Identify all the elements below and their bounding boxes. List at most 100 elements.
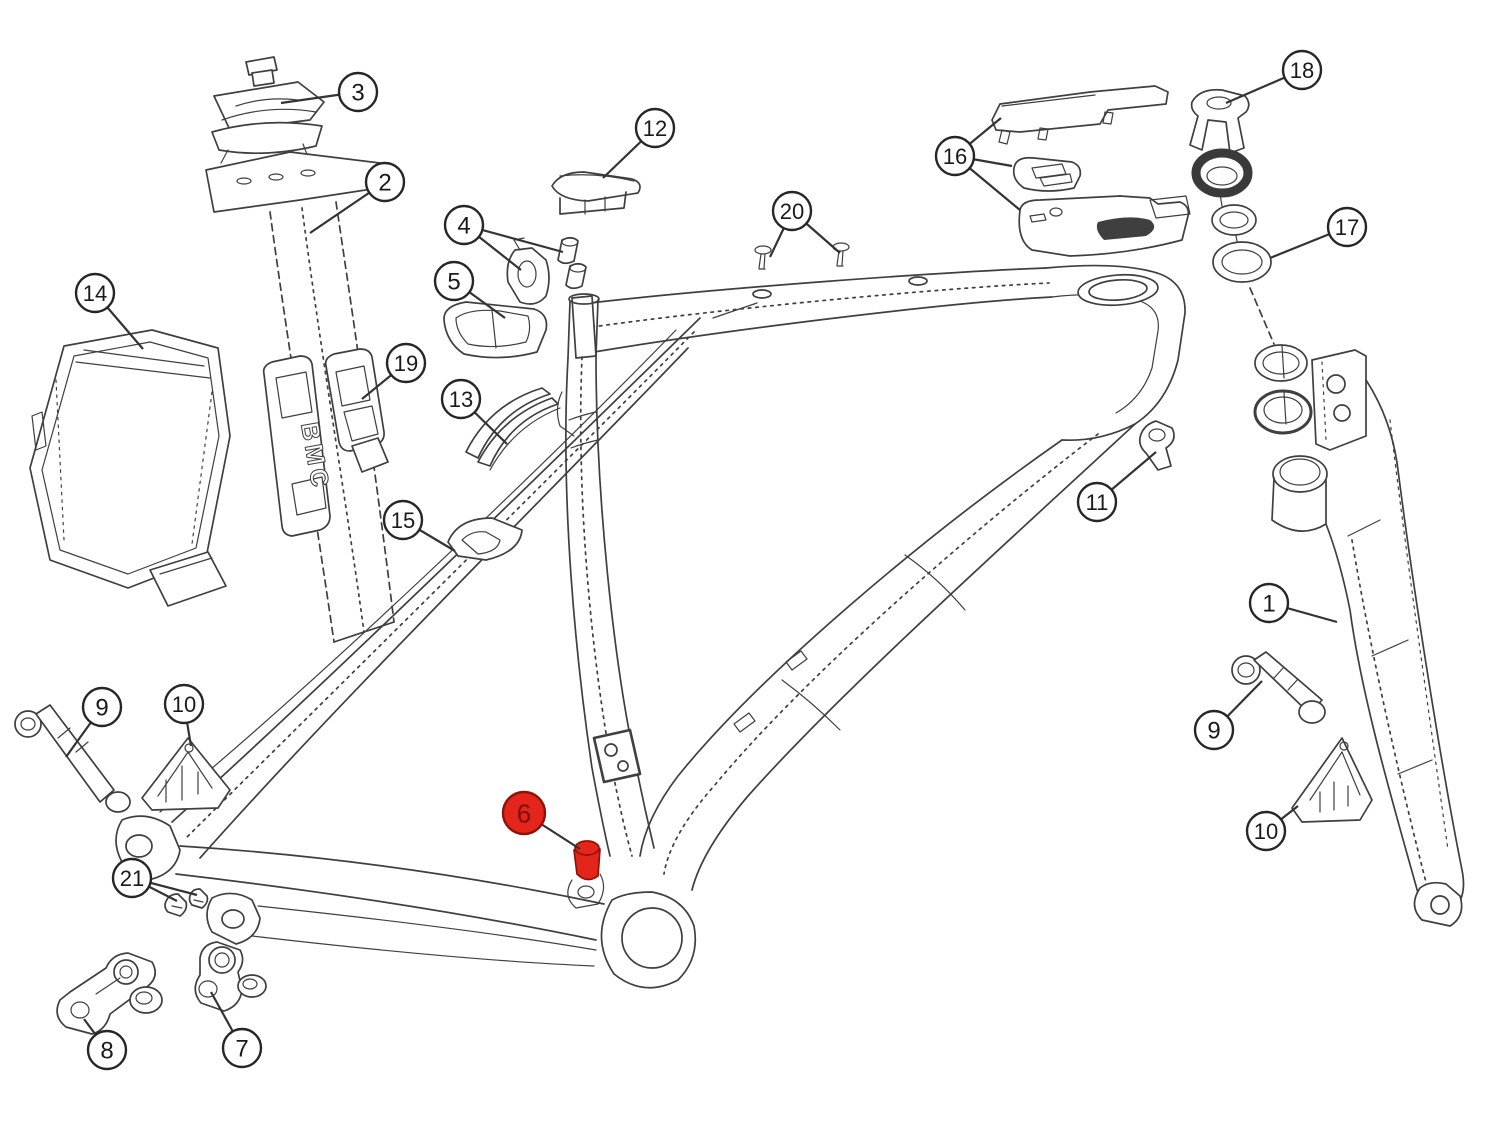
part-cockpit-covers-shape (1031, 163, 1073, 187)
part-fork-shape (1413, 881, 1463, 927)
callout-13-wedge-cover[interactable]: 13 (440, 378, 482, 420)
part-screws-21-shape (171, 899, 204, 909)
part-top-tube-cap-shape (559, 174, 635, 182)
callout-7-hanger[interactable]: 7 (221, 1027, 263, 1069)
callout-circle-9-axle-right[interactable] (1193, 709, 1235, 751)
part-screws-20-shape (758, 253, 766, 270)
part-cockpit-covers-shape (1029, 213, 1047, 223)
part-cockpit-covers-shape (1096, 217, 1155, 240)
callout-1-fork[interactable]: 1 (1248, 582, 1290, 624)
callout-circle-13-wedge-cover[interactable] (440, 378, 482, 420)
callout-number-17-headset-ring: 17 (1335, 215, 1359, 240)
callout-5-cover[interactable]: 5 (433, 260, 475, 302)
callout-circle-20-screws[interactable] (771, 190, 813, 232)
callout-circle-9-axle-left[interactable] (81, 686, 123, 728)
part-frame-shape (752, 289, 772, 299)
callout-14-storage-box[interactable]: 14 (74, 272, 116, 314)
part-frame-shape (568, 293, 600, 305)
callout-circle-16-cockpit-covers[interactable] (934, 135, 976, 177)
part-fork-shape (1389, 419, 1449, 851)
part-derailleur-hanger-7-shape (198, 980, 218, 998)
callout-number-18-steerer-clip: 18 (1290, 58, 1314, 83)
callout-8-hanger[interactable]: 8 (86, 1029, 128, 1071)
part-frame-plate-bmc: BMC (262, 348, 389, 537)
callout-16-cockpit-covers[interactable]: 16 (934, 135, 976, 177)
part-headset-rings-shape (1262, 351, 1300, 375)
callout-18-steerer-clip[interactable]: 18 (1281, 49, 1323, 91)
callout-15-stay-bracket[interactable]: 15 (382, 499, 424, 541)
callout-2-seatpost[interactable]: 2 (364, 161, 406, 203)
part-frame-shape (733, 712, 756, 733)
part-saddle-clamp-shape (221, 108, 317, 121)
callout-circle-17-headset-ring[interactable] (1326, 206, 1368, 248)
part-headset-rings-shape (1206, 166, 1238, 186)
callout-21-screws[interactable]: 21 (111, 857, 153, 899)
callout-12-cap[interactable]: 12 (634, 107, 676, 149)
part-axle-wedge-right-shape (1309, 751, 1361, 801)
callout-number-14-storage-box: 14 (83, 281, 107, 306)
callout-circle-18-steerer-clip[interactable] (1281, 49, 1323, 91)
callout-circle-11-clamp[interactable] (1076, 481, 1118, 523)
callout-10-wedge-left[interactable]: 10 (163, 683, 205, 725)
callout-number-20-screws: 20 (780, 199, 804, 224)
callout-circle-7-hanger[interactable] (221, 1027, 263, 1069)
callout-circle-5-cover[interactable] (433, 260, 475, 302)
callout-number-10-wedge-right: 10 (1254, 819, 1278, 844)
callout-circle-19-frame-plate[interactable] (385, 342, 427, 384)
callout-17-headset-ring[interactable]: 17 (1326, 206, 1368, 248)
part-derailleur-hanger-7-shape (194, 941, 244, 1012)
part-derailleur-hanger-7-shape (214, 952, 230, 968)
part-derailleur-hanger-8-shape (119, 965, 133, 979)
callout-3-saddle-clamp[interactable]: 3 (337, 71, 379, 113)
part-fork-shape (1325, 523, 1419, 894)
callout-4-clamp-hardware[interactable]: 4 (443, 204, 485, 246)
callout-number-5-cover: 5 (447, 269, 460, 296)
callout-circle-6-bolt[interactable] (501, 790, 547, 836)
callout-circle-12-cap[interactable] (634, 107, 676, 149)
callout-circle-1-fork[interactable] (1248, 582, 1290, 624)
callout-number-7-hanger: 7 (235, 1036, 248, 1063)
part-clamp-hardware-shape (513, 237, 525, 251)
callout-circle-8-hanger[interactable] (86, 1029, 128, 1071)
part-frame-shape (571, 295, 597, 359)
callout-9-axle-right[interactable]: 9 (1193, 709, 1235, 751)
callout-number-1-fork: 1 (1262, 591, 1275, 618)
callout-10-wedge-right[interactable]: 10 (1245, 810, 1287, 852)
callout-20-screws[interactable]: 20 (771, 190, 813, 232)
callout-circle-10-wedge-left[interactable] (163, 683, 205, 725)
callout-circle-14-storage-box[interactable] (74, 272, 116, 314)
callout-circle-15-stay-bracket[interactable] (382, 499, 424, 541)
part-thru-axle-left-shape (20, 717, 36, 731)
callout-19-frame-plate[interactable]: 19 (385, 342, 427, 384)
part-derailleur-hanger-8-shape (113, 959, 139, 985)
callout-circle-21-screws[interactable] (111, 857, 153, 899)
part-top-tube-cap-shape (559, 191, 627, 215)
callout-11-clamp[interactable]: 11 (1076, 481, 1118, 523)
part-wedge-cover-shape (477, 397, 559, 467)
part-steerer-clip-shape (1189, 88, 1250, 154)
callout-circle-2-seatpost[interactable] (364, 161, 406, 203)
part-storage-box (29, 329, 231, 607)
callout-9-axle-left[interactable]: 9 (81, 686, 123, 728)
part-frame-shape (663, 433, 1099, 875)
callout-6-bolt[interactable]: 6 (501, 790, 547, 836)
part-axle-wedge-right-shape (1319, 781, 1349, 813)
callout-circle-10-wedge-right[interactable] (1245, 810, 1287, 852)
callout-number-15-stay-bracket: 15 (391, 508, 415, 533)
part-frame-shape (206, 892, 261, 945)
callout-number-10-wedge-left: 10 (172, 692, 196, 717)
part-headset-rings-shape (1263, 396, 1303, 424)
part-frame-shape (617, 760, 629, 772)
callout-circle-4-clamp-hardware[interactable] (443, 204, 485, 246)
callout-circle-3-saddle-clamp[interactable] (337, 71, 379, 113)
part-frame-shape (712, 302, 758, 319)
part-seatpost-shape (301, 207, 365, 633)
part-clamp-hardware-shape (569, 263, 587, 273)
part-axle-wedge-left-shape (165, 765, 199, 803)
callout-number-2-seatpost: 2 (378, 170, 391, 197)
part-seat-clamp-bolt-highlighted (567, 840, 605, 909)
part-frame-shape (199, 347, 689, 859)
part-frame-plate-bmc-shape (324, 348, 385, 452)
